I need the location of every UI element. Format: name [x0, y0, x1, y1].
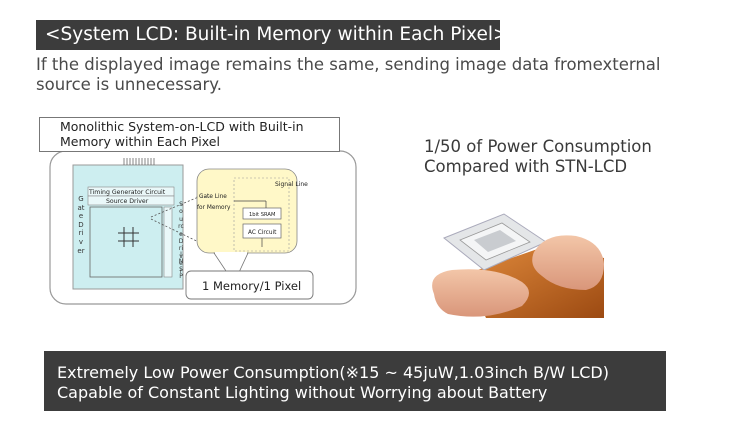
diagram-caption-line-2: Memory within Each Pixel: [60, 134, 220, 149]
diagram-caption-line-1: Monolithic System-on-LCD with Built-in: [60, 119, 304, 134]
finger-left: [432, 269, 529, 317]
intro-line-1: If the displayed image remains the same,…: [36, 55, 661, 74]
power-consumption-text: 1/50 of Power Consumption Compared with …: [424, 137, 652, 177]
gate-line-label: Gate Line: [199, 194, 227, 200]
panel-connector: [123, 158, 155, 165]
gate-driver-label: Gate Driver: [77, 195, 85, 255]
lcd-module-photo: [426, 206, 606, 326]
system-lcd-diagram: Timing Generator Circuit Source Driver S…: [36, 117, 358, 309]
intro-line-2: source is unnecessary.: [36, 75, 222, 94]
timing-label: Timing Generator Circuit: [88, 189, 166, 196]
diagram-graphic: Timing Generator Circuit Source Driver S…: [49, 150, 357, 305]
right-driver-label: Source Driver: [178, 201, 184, 275]
callout-box: [185, 270, 314, 300]
power-line-1: 1/50 of Power Consumption: [424, 137, 652, 156]
intro-text: If the displayed image remains the same,…: [36, 55, 676, 95]
signal-line-label: Signal Line: [275, 181, 308, 188]
summary-line-1: Extremely Low Power Consumption(※15 ~ 45…: [57, 363, 609, 382]
for-memory-label: for Memory: [197, 205, 231, 211]
pixel-array: [89, 206, 163, 278]
summary-banner: Extremely Low Power Consumption(※15 ~ 45…: [44, 351, 666, 411]
source-driver-band: [87, 195, 175, 206]
sram-label: 1bit SRAM: [249, 212, 275, 218]
page-title: <System LCD: Built-in Memory within Each…: [36, 20, 509, 50]
photo-graphic: [432, 213, 604, 318]
sram-block: [242, 207, 282, 220]
ac-circuit-label: AC Circuit: [248, 230, 277, 236]
right-driver-strip: [163, 206, 173, 278]
source-driver-label: Source Driver: [106, 198, 149, 205]
pixel-grid-icon: [118, 227, 139, 247]
summary-line-2: Capable of Constant Lighting without Wor…: [57, 383, 548, 402]
insp-label: INSP: [178, 251, 184, 281]
diagram-caption: Monolithic System-on-LCD with Built-in M…: [39, 117, 340, 152]
power-line-2: Compared with STN-LCD: [424, 157, 628, 176]
callout-label: 1 Memory/1 Pixel: [202, 279, 301, 293]
finger-right: [532, 235, 604, 290]
